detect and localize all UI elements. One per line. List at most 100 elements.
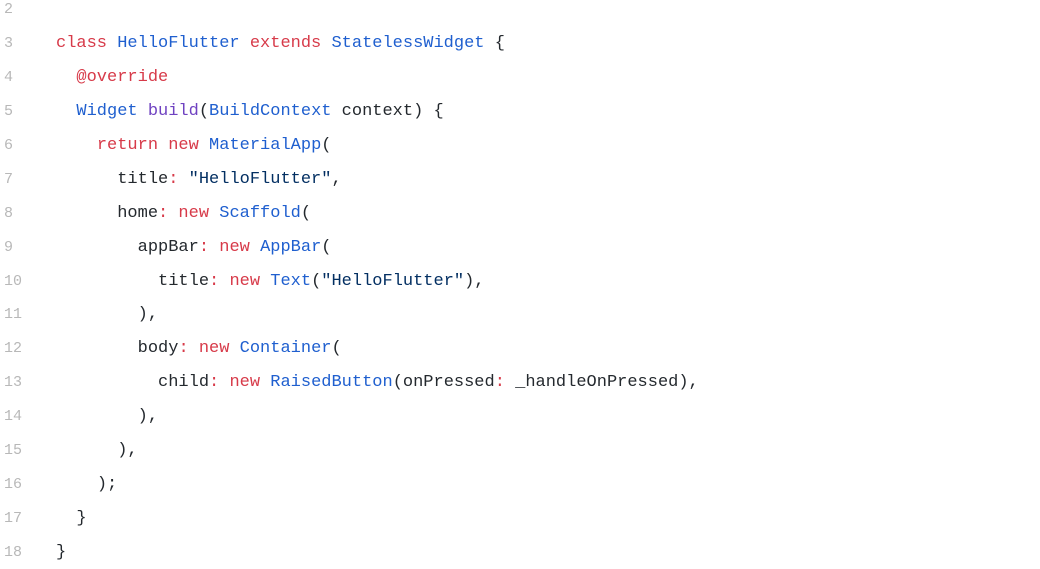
type-token: Scaffold: [219, 203, 301, 223]
punctuation-token: ,: [331, 169, 342, 189]
type-token: Container: [239, 339, 332, 359]
line-code: title: new Text("HelloFlutter"),: [34, 271, 485, 291]
indent: [56, 475, 97, 494]
identifier-token: title: [158, 271, 210, 291]
punctuation-token: ),: [137, 407, 159, 427]
code-line: 16 );: [0, 467, 1040, 501]
line-code: body: new Container(: [34, 339, 342, 358]
code-line: 4 @override: [0, 61, 1040, 95]
line-code: class HelloFlutter extends StatelessWidg…: [34, 34, 505, 53]
type-token: RaisedButton: [270, 373, 393, 393]
identifier-token: body: [137, 339, 179, 359]
indent: [56, 170, 117, 189]
type-token: HelloFlutter: [117, 34, 250, 54]
keyword-token: :: [168, 169, 189, 189]
indent: [56, 136, 97, 155]
punctuation-token: (: [311, 271, 322, 291]
line-number: 15: [4, 442, 23, 460]
keyword-token: : new: [209, 373, 271, 393]
code-line: 13 child: new RaisedButton(onPressed: _h…: [0, 366, 1040, 400]
code-line: 8 home: new Scaffold(: [0, 196, 1040, 230]
type-token: StatelessWidget: [331, 34, 495, 54]
indent: [56, 373, 158, 392]
punctuation-token: (: [321, 136, 332, 155]
punctuation-token: ),: [137, 305, 159, 325]
line-number: 14: [4, 408, 23, 426]
line-code: ),: [34, 305, 158, 324]
code-line: 18}: [0, 535, 1040, 569]
string-token: "HelloFlutter": [321, 271, 465, 291]
line-code: @override: [34, 68, 168, 87]
code-line: 5 Widget build(BuildContext context) {: [0, 95, 1040, 129]
punctuation-token: ),: [464, 271, 485, 291]
keyword-token: : new: [209, 271, 271, 291]
line-number: 5: [4, 103, 14, 121]
line-number: 4: [4, 69, 14, 87]
type-token: BuildContext: [209, 102, 342, 122]
keyword-token: return: [96, 136, 169, 155]
code-line: 2: [0, 0, 1040, 27]
line-number: 2: [4, 1, 14, 19]
line-number: 7: [4, 170, 14, 188]
keyword-token: class: [56, 34, 118, 54]
punctuation-token: (: [331, 339, 342, 359]
type-token: Text: [270, 271, 312, 291]
code-line: 12 body: new Container(: [0, 332, 1040, 366]
line-code: return new MaterialApp(: [34, 136, 332, 155]
identifier-token: home: [117, 203, 159, 223]
code-line: 10 title: new Text("HelloFlutter"),: [0, 264, 1040, 298]
indent: [56, 407, 138, 426]
keyword-token: :: [494, 373, 516, 393]
line-code: }: [34, 543, 66, 562]
line-number: 12: [4, 340, 23, 358]
keyword-token: @override: [76, 68, 169, 88]
punctuation-token: {: [494, 34, 505, 54]
code-line: 9 appBar: new AppBar(: [0, 230, 1040, 264]
indent: [56, 509, 76, 528]
line-code: child: new RaisedButton(onPressed: _hand…: [34, 373, 699, 392]
code-line: 15 ),: [0, 434, 1040, 468]
punctuation-token: }: [56, 542, 67, 562]
identifier-token: onPressed: [402, 373, 495, 393]
indent: [56, 238, 138, 257]
code-line: 17 }: [0, 501, 1040, 535]
line-code: Widget build(BuildContext context) {: [34, 102, 444, 122]
indent: [56, 305, 138, 324]
indent: [56, 339, 138, 358]
indent: [56, 441, 117, 460]
code-line: 14 ),: [0, 400, 1040, 434]
type-token: AppBar: [260, 237, 322, 257]
code-line: 6 return new MaterialApp(: [0, 129, 1040, 163]
keyword-token: extends: [249, 34, 332, 54]
line-code: title: "HelloFlutter",: [34, 169, 342, 189]
line-code: home: new Scaffold(: [34, 204, 311, 223]
line-number: 6: [4, 137, 14, 154]
type-token: MaterialApp: [209, 136, 322, 155]
code-line: 7 title: "HelloFlutter",: [0, 162, 1040, 196]
indent: [56, 102, 76, 121]
punctuation-token: (: [300, 203, 312, 223]
type-token: Widget: [76, 102, 148, 122]
punctuation-token: (: [392, 373, 403, 393]
function-token: build: [147, 102, 199, 122]
line-code: appBar: new AppBar(: [34, 237, 332, 257]
identifier-token: appBar: [137, 237, 199, 257]
line-number: 9: [4, 238, 14, 256]
line-code: }: [34, 508, 87, 528]
keyword-token: : new: [198, 237, 261, 257]
indent: [56, 272, 158, 291]
line-number: 13: [4, 374, 23, 392]
code-line: 11 ),: [0, 298, 1040, 332]
identifier-token: context) {: [341, 102, 444, 122]
keyword-token: new: [168, 136, 210, 155]
line-code: );: [34, 475, 117, 494]
line-number: 8: [4, 204, 14, 222]
punctuation-token: (: [321, 237, 332, 257]
identifier-token: title: [117, 169, 169, 189]
line-number: 18: [4, 543, 23, 561]
line-number: 11: [4, 306, 23, 324]
punctuation-token: }: [76, 508, 87, 528]
